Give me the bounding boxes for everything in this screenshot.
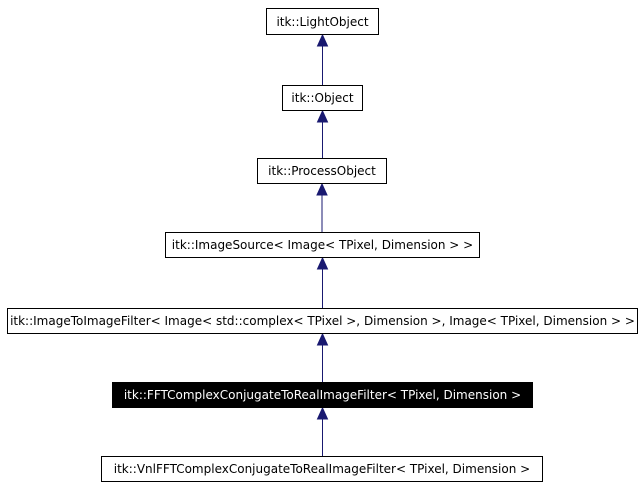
- arrowhead-processobject: [316, 182, 328, 196]
- arrowhead-lightobject: [316, 33, 329, 47]
- node-image-to-image-filter[interactable]: itk::ImageToImageFilter< Image< std::com…: [7, 308, 638, 334]
- node-image-source[interactable]: itk::ImageSource< Image< TPixel, Dimensi…: [165, 232, 480, 258]
- arrowhead-object: [316, 109, 329, 123]
- arrowhead-fftcomplexconjugate: [316, 406, 329, 420]
- node-fft-complex-conjugate-current: itk::FFTComplexConjugateToRealImageFilte…: [112, 382, 533, 408]
- node-light-object[interactable]: itk::LightObject: [266, 8, 379, 35]
- node-vnl-fft-complex-conjugate[interactable]: itk::VnlFFTComplexConjugateToRealImageFi…: [101, 456, 543, 482]
- arrowhead-imagesource: [316, 256, 329, 270]
- node-object[interactable]: itk::Object: [282, 85, 363, 111]
- arrowhead-imagetoimagefilter: [316, 332, 329, 346]
- node-process-object[interactable]: itk::ProcessObject: [257, 158, 387, 184]
